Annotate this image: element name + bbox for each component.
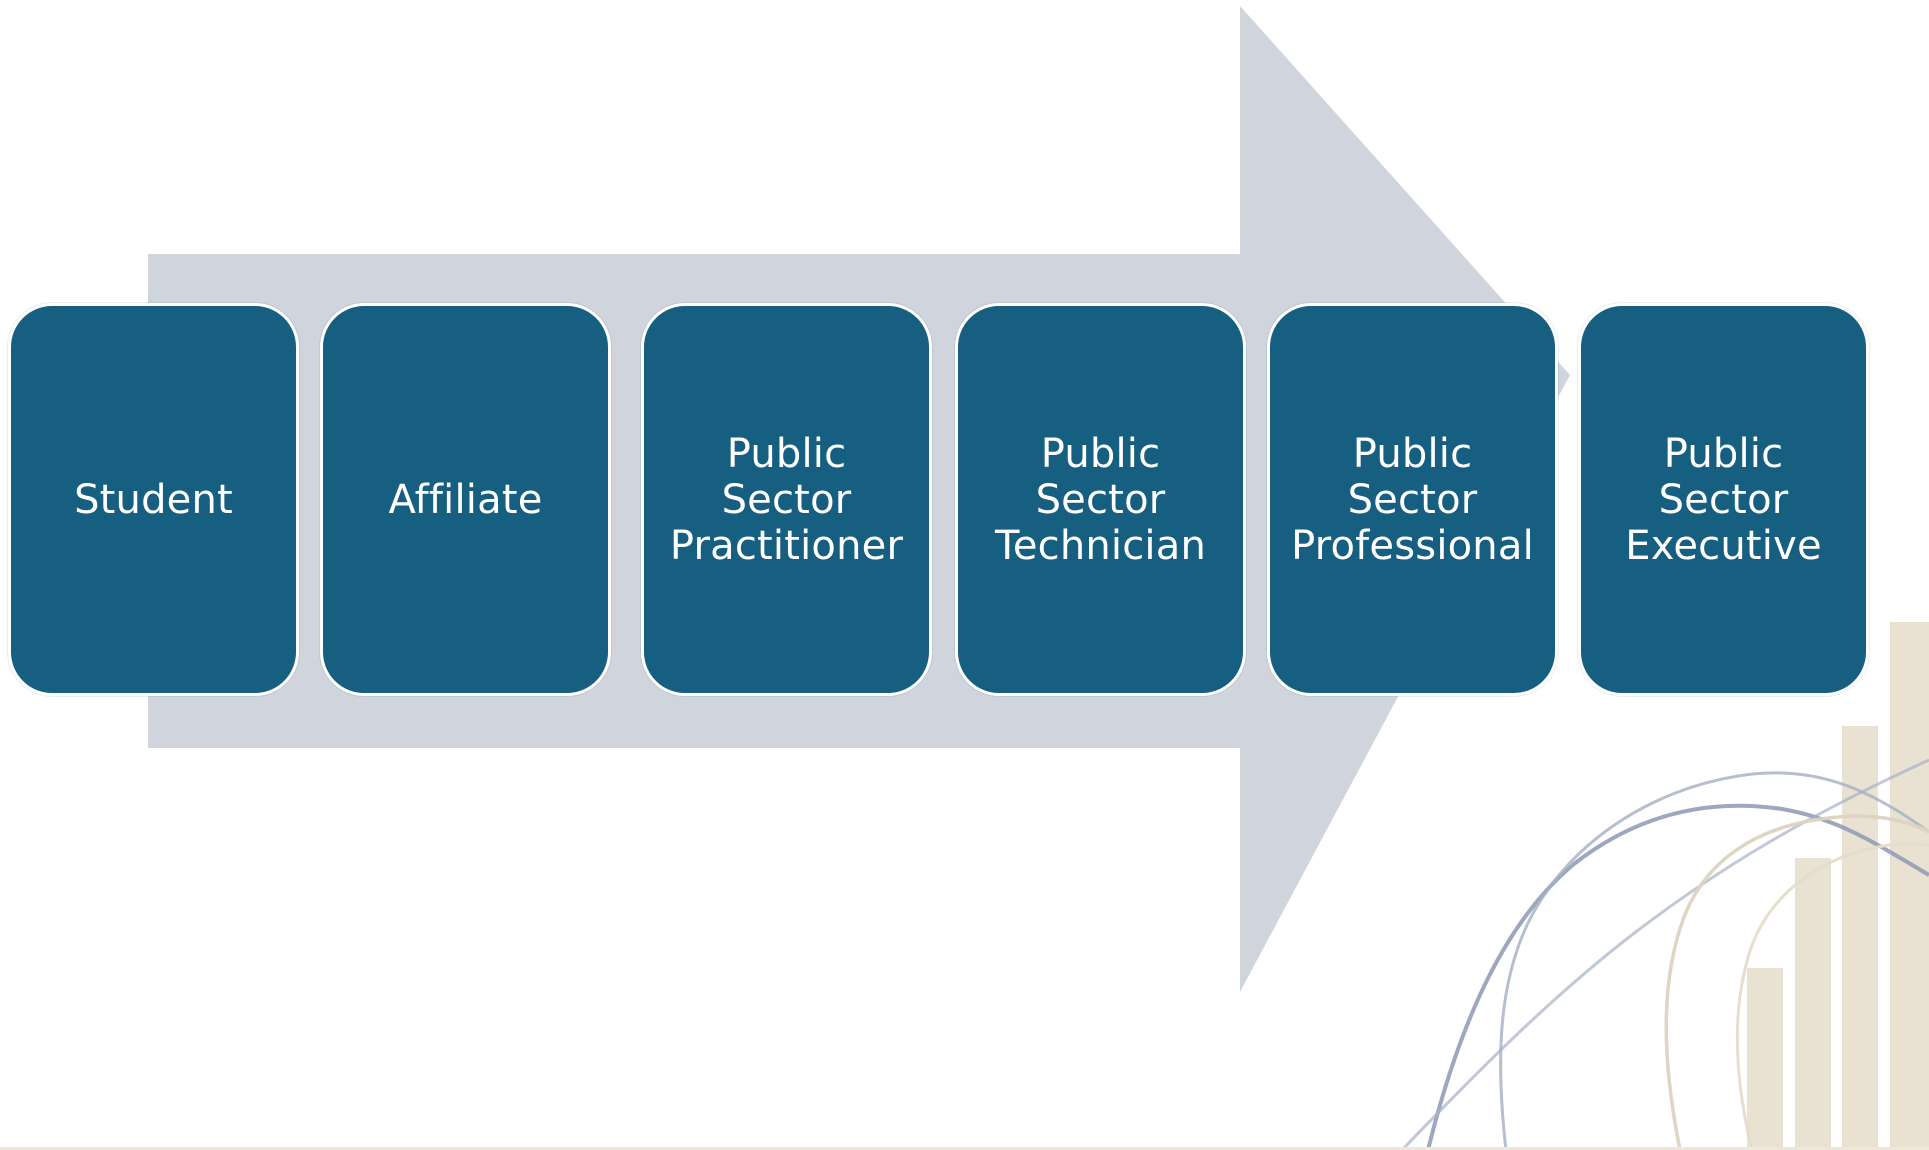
stage-label-public-sector-practitioner: Public Sector Practitioner xyxy=(669,430,904,569)
stage-label-public-sector-executive: Public Sector Executive xyxy=(1625,430,1822,569)
decorative-bar-graphic xyxy=(1747,622,1929,1150)
stage-box-public-sector-professional: Public Sector Professional xyxy=(1267,303,1558,696)
decorative-curve-blue-2 xyxy=(1499,771,1929,1150)
decorative-curve-blue-3 xyxy=(1400,758,1929,1150)
stage-box-public-sector-executive: Public Sector Executive xyxy=(1578,303,1869,696)
decorative-curve-tan-1 xyxy=(1664,814,1929,1150)
stage-label-student: Student xyxy=(74,476,233,523)
decorative-growth-graphic xyxy=(1400,622,1929,1150)
stage-box-affiliate: Affiliate xyxy=(320,303,611,696)
decorative-bar-1 xyxy=(1747,968,1783,1150)
decorative-bar-4 xyxy=(1890,622,1929,1150)
bottom-divider xyxy=(0,1147,1929,1150)
decorative-curve-tan-2 xyxy=(1735,842,1929,1150)
stage-box-public-sector-practitioner: Public Sector Practitioner xyxy=(641,303,932,696)
stage-box-public-sector-technician: Public Sector Technician xyxy=(955,303,1246,696)
stage-box-student: Student xyxy=(8,303,299,696)
stage-label-affiliate: Affiliate xyxy=(388,476,543,523)
stage-label-public-sector-technician: Public Sector Technician xyxy=(994,430,1207,569)
stage-label-public-sector-professional: Public Sector Professional xyxy=(1291,430,1534,569)
decorative-bar-2 xyxy=(1795,858,1831,1150)
decorative-curve-blue-1 xyxy=(1426,803,1929,1150)
